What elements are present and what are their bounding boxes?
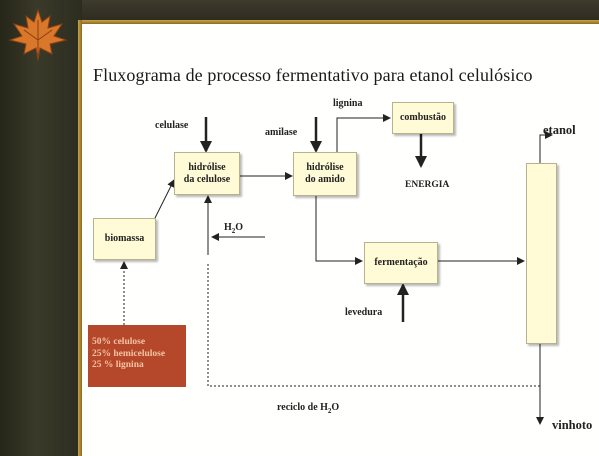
label-amilase: amilase [265, 127, 298, 138]
distillation-column [526, 163, 557, 344]
label-celulase: celulase [155, 120, 189, 131]
label-levedura: levedura [345, 307, 383, 318]
node-label-line: da celulose [183, 173, 231, 185]
maple-leaf-icon [8, 8, 68, 61]
label-etanol: etanol [543, 123, 576, 137]
arrow-lignina-to-combustao [336, 114, 391, 155]
label-h2o: H2O [224, 222, 244, 235]
arrow-amido-to-fermentacao [315, 195, 363, 265]
node-combustao: combustão [392, 102, 454, 134]
node-fermentacao: fermentação [364, 242, 438, 284]
node-label-line: hidrólise [188, 161, 226, 173]
slide-frame-left [0, 0, 82, 456]
label-energia: ENERGIA [405, 180, 450, 190]
node-label-line: hidrólise [306, 162, 344, 173]
composition-line: 25% hemicelulose [92, 348, 166, 359]
composition-line: 25 % lignina [92, 360, 144, 370]
label-reciclo: reciclo de H2O [277, 402, 340, 415]
node-hidrolise-celulose: hidrólise da celulose [174, 152, 240, 195]
water-recycle-line [207, 262, 540, 387]
node-biomassa: biomassa [93, 218, 156, 260]
arrow-biomassa-to-hidrolise-celulose [154, 179, 175, 219]
page-title: Fluxograma de processo fermentativo para… [93, 65, 533, 85]
slide-frame-top [0, 0, 599, 22]
arrow-column-to-etanol [539, 131, 553, 163]
slide-border-left [78, 20, 82, 456]
composition-line: 50% celulose [92, 337, 146, 347]
label-vinhoto: vinhoto [552, 418, 593, 432]
label-lignina: lignina [333, 98, 363, 109]
node-label-line: do amido [305, 174, 345, 185]
node-hidrolise-amido: hidrólise do amido [293, 152, 357, 196]
slide-border-top [78, 20, 599, 24]
biomass-composition: 50% celulose 25% hemicelulose 25 % ligni… [88, 325, 186, 387]
